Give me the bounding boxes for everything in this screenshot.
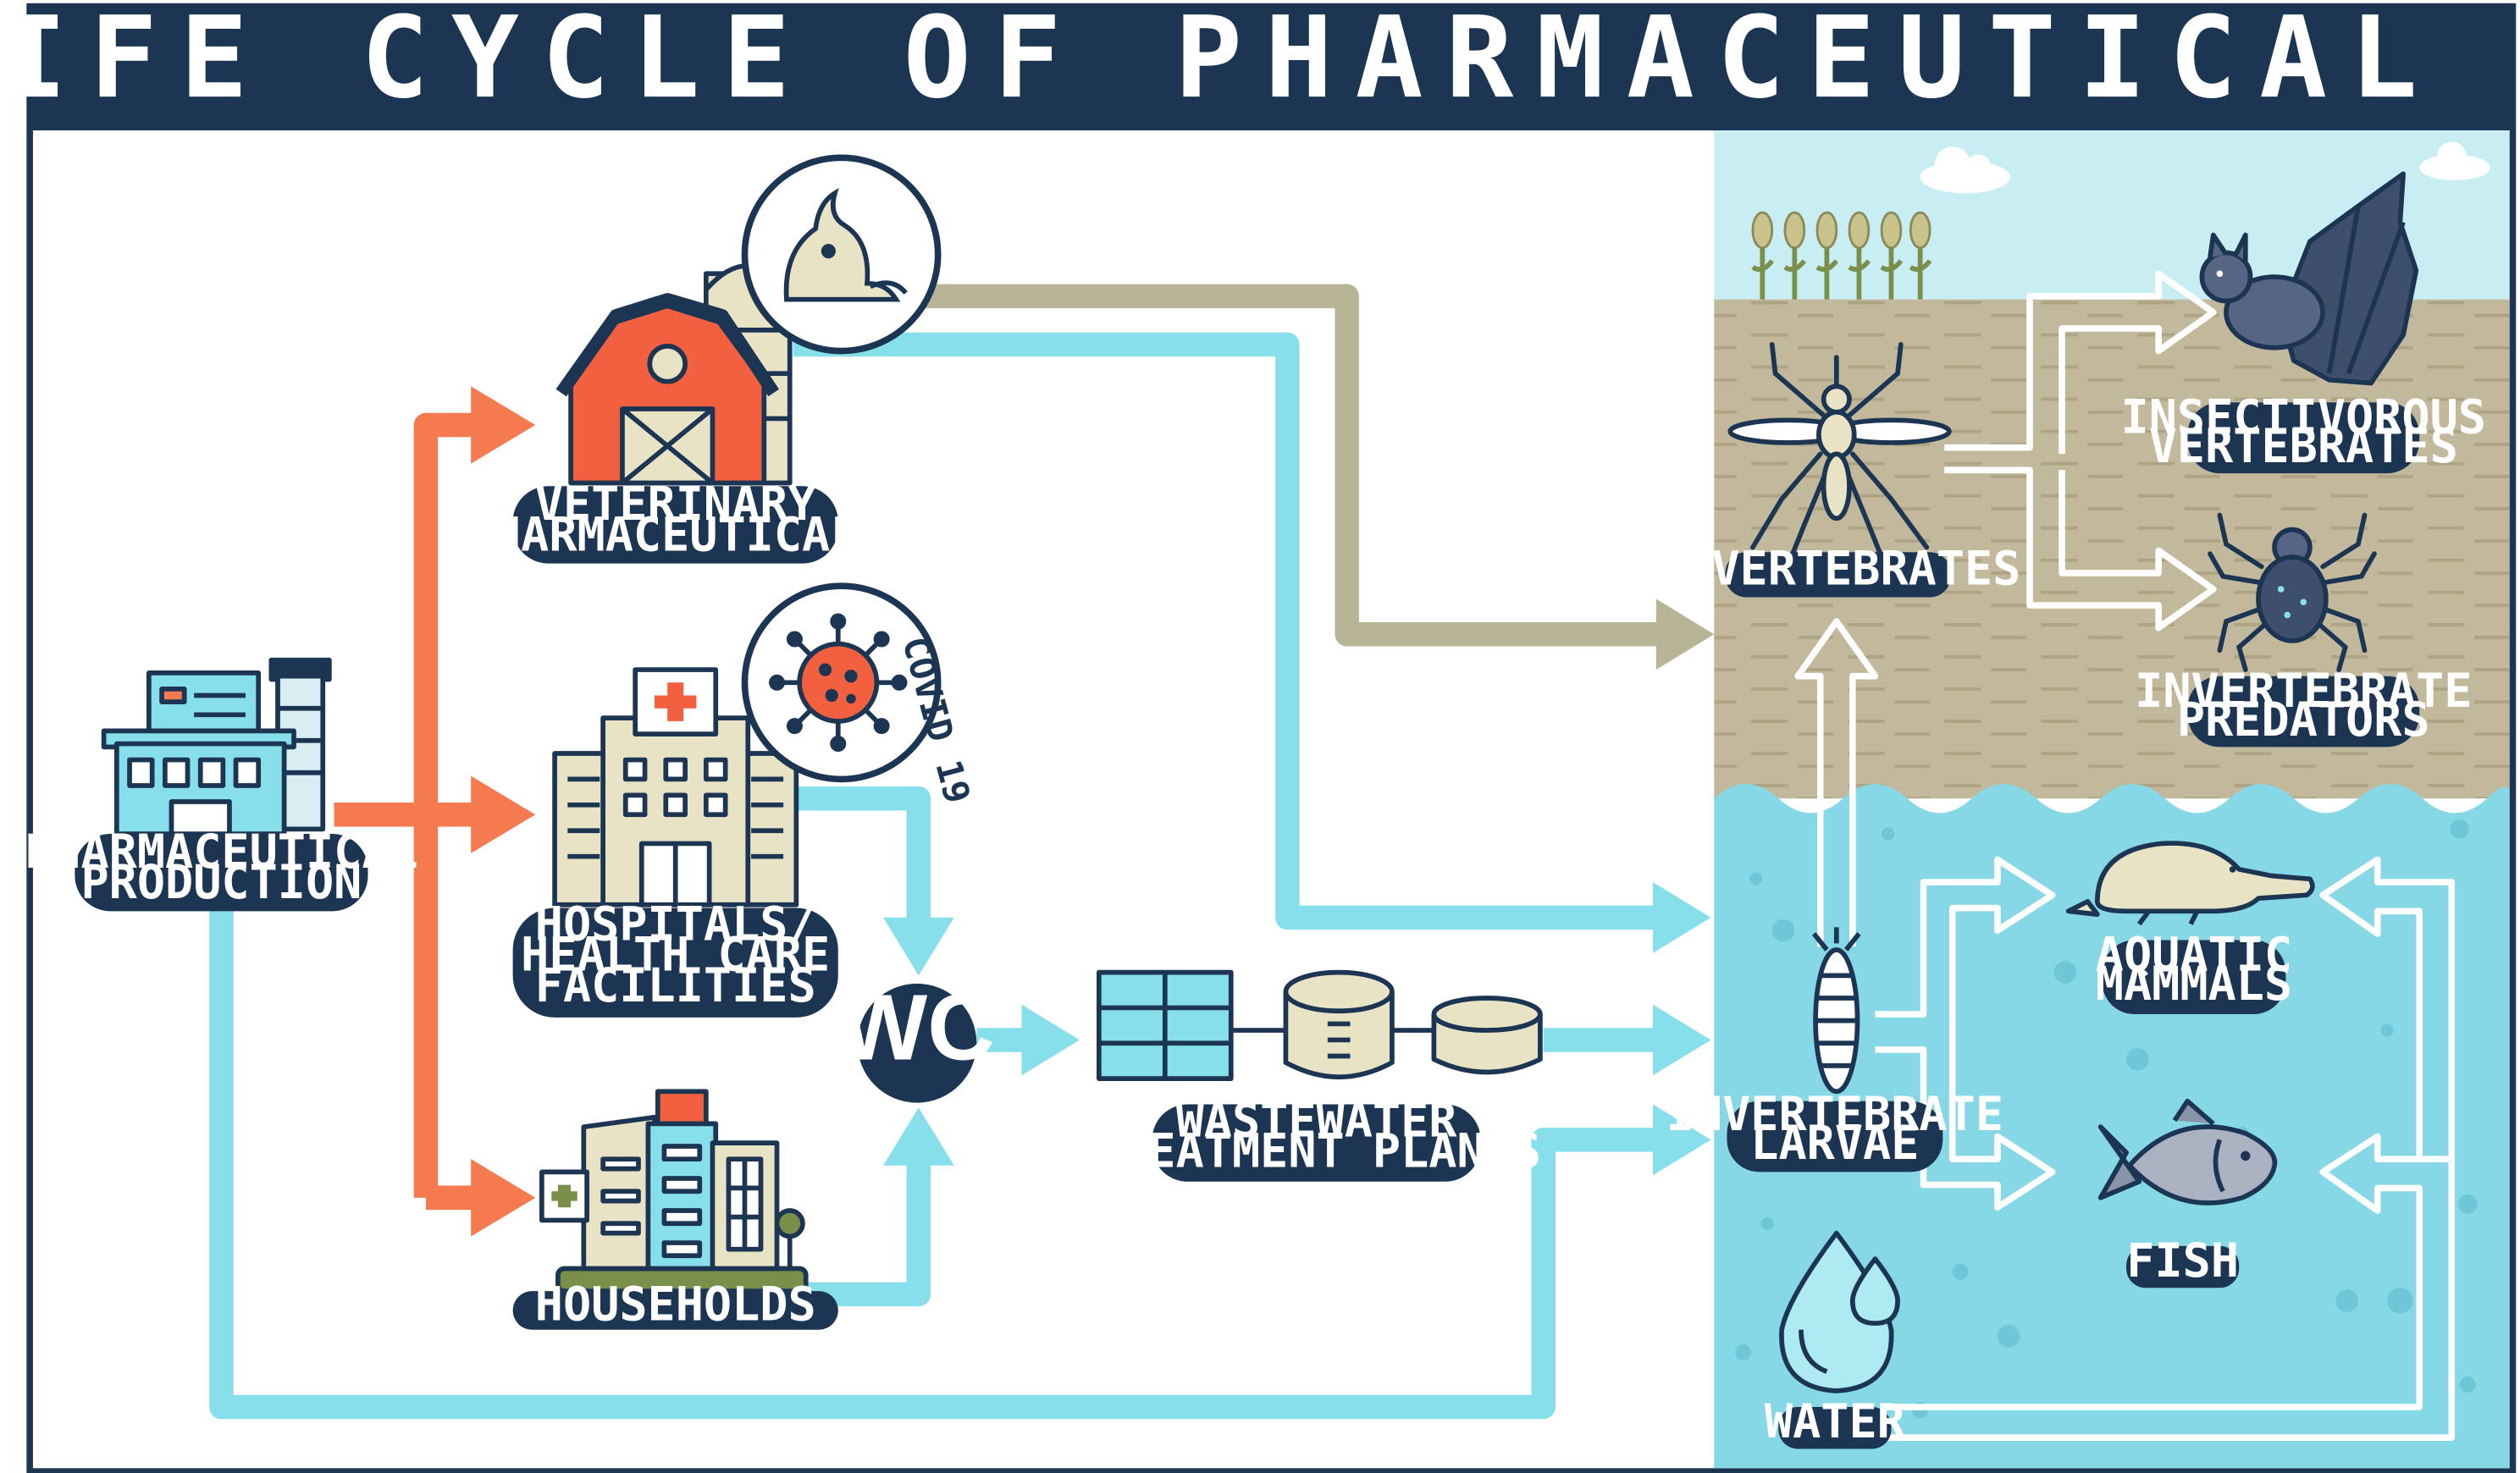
svg-text:VERTEBRATES: VERTEBRATES <box>2149 420 2458 474</box>
svg-text:PHARMACEUTICAL: PHARMACEUTICAL <box>25 825 418 880</box>
svg-text:INVERTEBRATE: INVERTEBRATE <box>1666 1088 2003 1142</box>
food-web-arrows <box>1794 270 2456 1441</box>
svg-text:LARVAE: LARVAE <box>1750 1117 1919 1171</box>
svg-text:INVERTEBRATE: INVERTEBRATE <box>2135 665 2472 719</box>
households-label: HOUSEHOLDS <box>512 1277 838 1332</box>
svg-text:HOSPITALS/: HOSPITALS/ <box>535 898 816 952</box>
title-bar <box>30 6 2513 131</box>
production-label: PHARMACEUTICAL PRODUCTION <box>25 825 418 912</box>
water-drop-icon <box>1779 1230 1900 1393</box>
sick-animal-callout <box>741 154 942 355</box>
arrow-to-hospitals <box>471 775 536 853</box>
svg-text:AQUATIC: AQUATIC <box>2096 929 2292 983</box>
predators-label: INVERTEBRATE PREDATORS <box>2135 665 2472 748</box>
households-to-wc-line <box>802 1161 931 1307</box>
svg-text:INSECTIVOROUS: INSECTIVOROUS <box>2121 391 2486 445</box>
svg-text:HEALTH CARE: HEALTH CARE <box>521 929 830 983</box>
svg-text:WASTEWATER: WASTEWATER <box>1176 1095 1458 1149</box>
svg-text:WATER: WATER <box>1765 1395 1906 1449</box>
svg-text:FISH: FISH <box>2126 1234 2239 1288</box>
wastewater-label: WASTEWATER TREATMENT PLANTS <box>1091 1095 1541 1182</box>
veterinary-to-water-line <box>793 332 1656 930</box>
water-label: WATER <box>1765 1395 1906 1449</box>
virus-icon <box>769 613 908 753</box>
spider-icon <box>2208 512 2377 672</box>
larvae-label: INVERTEBRATE LARVAE <box>1666 1088 2003 1172</box>
hospital-icon <box>552 667 799 908</box>
hospitals-label: HOSPITALS/ HEALTH CARE FACILITIES <box>512 898 838 1018</box>
veterinary-label: VETERINARY PHARMACEUTICALS <box>465 477 887 564</box>
aquatic-label: AQUATIC MAMMALS <box>2096 929 2292 1015</box>
production-distribution-arrows <box>334 412 474 1211</box>
svg-text:FACILITIES: FACILITIES <box>535 959 816 1013</box>
arrow-to-veterinary <box>471 386 536 464</box>
svg-text:PRODUCTION: PRODUCTION <box>80 856 362 910</box>
bat-icon <box>2199 171 2419 386</box>
svg-text:WC: WC <box>839 975 995 1079</box>
hospital-to-wc-line <box>796 786 931 921</box>
orange-arrowheads <box>471 386 536 1237</box>
svg-text:PHARMACEUTICALS: PHARMACEUTICALS <box>465 508 887 562</box>
treatment-plant-icon <box>1096 969 1543 1081</box>
clouds <box>1920 141 2490 194</box>
svg-text:TREATMENT PLANTS: TREATMENT PLANTS <box>1091 1125 1541 1179</box>
mosquito-icon <box>1727 342 1952 560</box>
production-to-water-line <box>209 901 1656 1420</box>
svg-text:INVERTEBRATES: INVERTEBRATES <box>1655 542 2020 596</box>
svg-text:HOUSEHOLDS: HOUSEHOLDS <box>535 1277 816 1332</box>
sick-animal-icon <box>783 188 908 302</box>
insectivorous-label: INSECTIVOROUS VERTEBRATES <box>2121 391 2486 474</box>
water-body <box>1714 784 2510 1469</box>
platypus-icon <box>2065 841 2315 926</box>
larva-icon <box>1811 927 1861 1095</box>
blue-arrowheads <box>883 882 1711 1176</box>
water-flow-arrows <box>209 332 1656 1420</box>
svg-text:VETERINARY: VETERINARY <box>535 477 816 532</box>
svg-text:PREDATORS: PREDATORS <box>2177 693 2430 748</box>
fish-label: FISH <box>2126 1234 2240 1288</box>
crop-icon <box>1751 211 1932 300</box>
invertebrates-label: INVERTEBRATES <box>1655 542 2020 598</box>
arrow-to-households <box>471 1159 536 1237</box>
svg-text:MAMMALS: MAMMALS <box>2096 957 2292 1012</box>
diagram-title: THE LIFE CYCLE OF PHARMACEUTICAL DRUGS <box>0 0 2520 124</box>
fish-icon <box>2097 1098 2278 1205</box>
house-icon <box>539 1089 809 1294</box>
factory-icon <box>101 657 332 836</box>
wc-node: WC <box>839 975 995 1103</box>
veterinary-to-soil-arrow <box>905 284 1715 670</box>
